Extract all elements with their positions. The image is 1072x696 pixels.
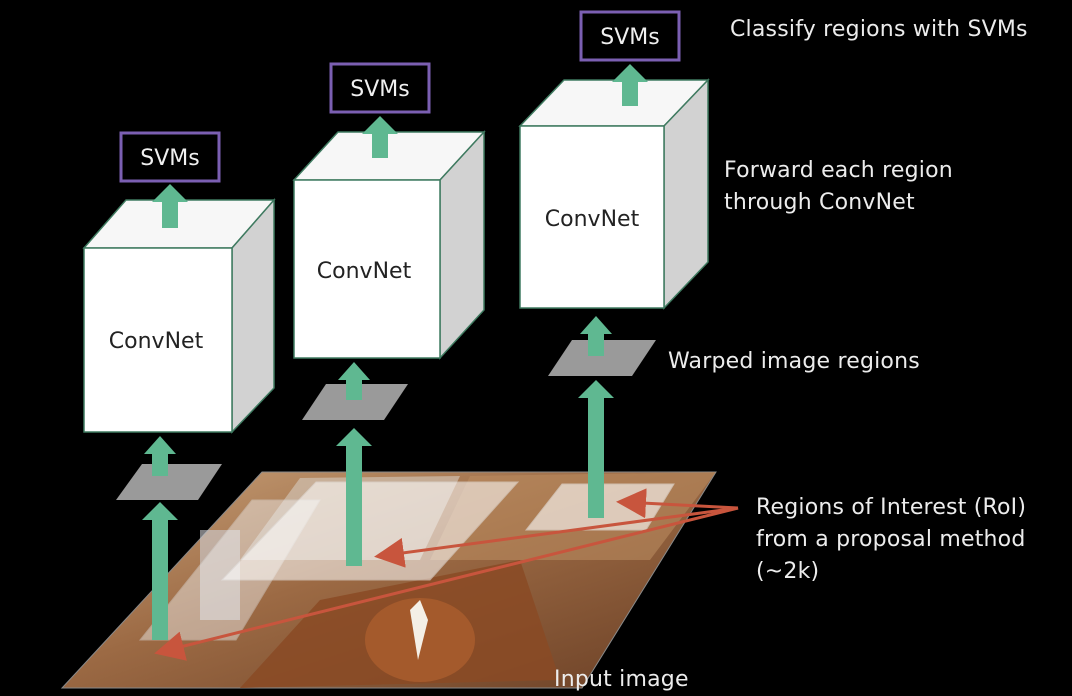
- annotation-forward-line2: through ConvNet: [724, 190, 915, 215]
- convnet-box-3: [518, 78, 710, 310]
- annotation-roi: Regions of Interest (RoI) from a proposa…: [756, 492, 1066, 588]
- convnet-label-3: ConvNet: [545, 207, 640, 232]
- svm-label-2: SVMs: [350, 77, 409, 102]
- annotation-classify: Classify regions with SVMs: [730, 17, 1028, 42]
- warped-region-2: [302, 384, 408, 420]
- annotation-roi-line2: from a proposal method: [756, 527, 1026, 552]
- arrow-warp-to-convnet-1: [144, 436, 176, 476]
- convnet-label-1: ConvNet: [109, 329, 204, 354]
- arrow-convnet-to-svm-3: [612, 64, 648, 106]
- arrow-convnet-to-svm-2: [362, 116, 398, 158]
- annotation-warped: Warped image regions: [668, 349, 920, 374]
- arrow-warp-to-convnet-2: [338, 362, 370, 400]
- convnet-box-1: [82, 198, 276, 434]
- arrow-warp-to-convnet-3: [580, 316, 612, 356]
- svm-label-3: SVMs: [600, 25, 659, 50]
- convnet-label-2: ConvNet: [317, 259, 412, 284]
- warped-region-3: [548, 340, 656, 376]
- warped-region-1: [116, 464, 222, 500]
- annotation-forward: Forward each region through ConvNet: [724, 155, 1054, 219]
- annotation-roi-line3: (~2k): [756, 559, 820, 584]
- roi-region-2: [220, 481, 520, 581]
- arrow-roi-to-warp-2: [336, 428, 372, 566]
- svm-box-3: [579, 10, 681, 62]
- arrow-roi-to-warp-3: [578, 380, 614, 518]
- svm-box-1: [119, 131, 221, 183]
- annotation-roi-line1: Regions of Interest (RoI): [756, 495, 1027, 520]
- flow-arrows: [142, 64, 648, 640]
- roi-pointers: [154, 488, 739, 661]
- arrow-roi-to-warp-1: [142, 502, 178, 640]
- roi-pointer-3: [616, 488, 739, 519]
- convnet-box-2: [292, 130, 486, 360]
- arrow-convnet-to-svm-1: [152, 184, 188, 228]
- annotation-input-image: Input image: [554, 667, 689, 692]
- annotation-forward-line1: Forward each region: [724, 158, 953, 183]
- svm-box-2: [329, 62, 431, 114]
- roi-pointer-1: [154, 506, 739, 661]
- roi-pointer-2: [374, 506, 739, 568]
- svm-label-1: SVMs: [140, 146, 199, 171]
